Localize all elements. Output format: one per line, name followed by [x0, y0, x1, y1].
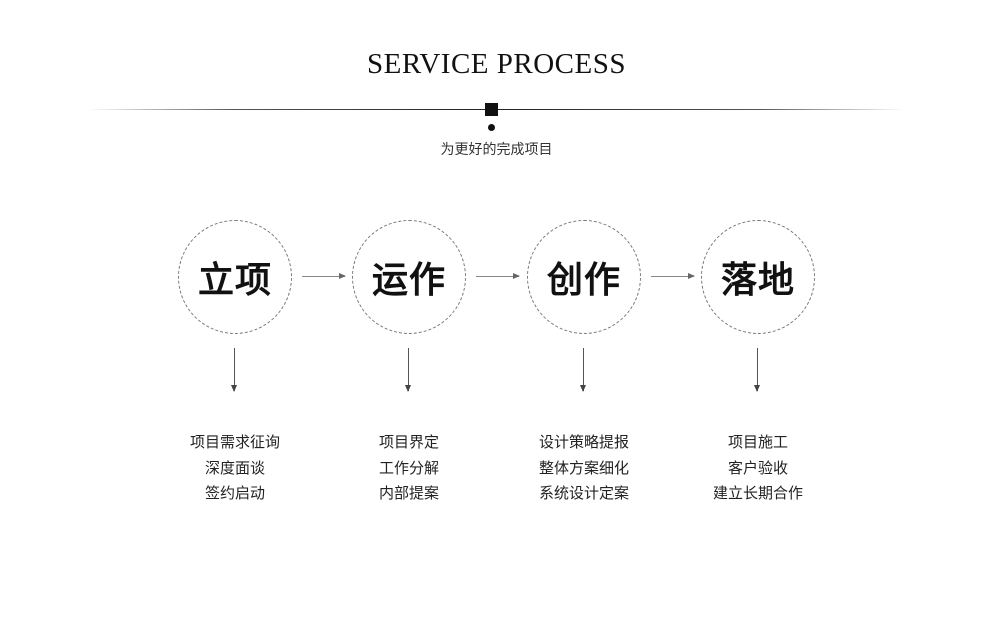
step-circle: 创作 — [527, 220, 641, 334]
step-details: 项目施工 客户验收 建立长期合作 — [661, 430, 855, 507]
step-detail-item: 签约启动 — [204, 484, 265, 502]
right-arrow-icon — [302, 273, 346, 279]
down-arrow-icon — [754, 348, 760, 392]
step-details: 设计策略提报 整体方案细化 系统设计定案 — [487, 430, 681, 507]
step-circle: 落地 — [701, 220, 815, 334]
step-detail-item: 项目施工 — [727, 433, 788, 451]
step-detail-item: 设计策略提报 — [538, 433, 629, 451]
step-detail-item: 系统设计定案 — [538, 484, 629, 502]
step-detail-item: 客户验收 — [727, 458, 788, 477]
step-detail-item: 建立长期合作 — [712, 484, 803, 502]
page-subtitle: 为更好的完成项目 — [440, 142, 553, 158]
step-detail-item: 项目需求征询 — [189, 433, 280, 451]
step-detail-item: 项目界定 — [378, 433, 439, 451]
step-label: 创作 — [546, 259, 621, 301]
step-detail-item: 内部提案 — [378, 484, 439, 502]
step-detail-item: 整体方案细化 — [538, 458, 629, 477]
right-arrow-icon — [651, 273, 695, 279]
step-details: 项目界定 工作分解 内部提案 — [312, 430, 506, 507]
down-arrow-icon — [580, 348, 586, 392]
step-detail-item: 深度面谈 — [204, 458, 265, 477]
step-detail-item: 工作分解 — [378, 458, 439, 477]
right-arrow-icon — [476, 273, 520, 279]
step-label: 落地 — [720, 259, 795, 301]
step-label: 运作 — [371, 259, 446, 301]
step-circle: 运作 — [352, 220, 466, 334]
page-title: SERVICE PROCESS — [367, 48, 626, 80]
divider-dot-marker — [488, 124, 495, 131]
step-label: 立项 — [197, 259, 272, 301]
down-arrow-icon — [231, 348, 237, 392]
down-arrow-icon — [405, 348, 411, 392]
step-details: 项目需求征询 深度面谈 签约启动 — [138, 430, 332, 507]
divider-square-marker — [485, 103, 498, 116]
step-circle: 立项 — [178, 220, 292, 334]
